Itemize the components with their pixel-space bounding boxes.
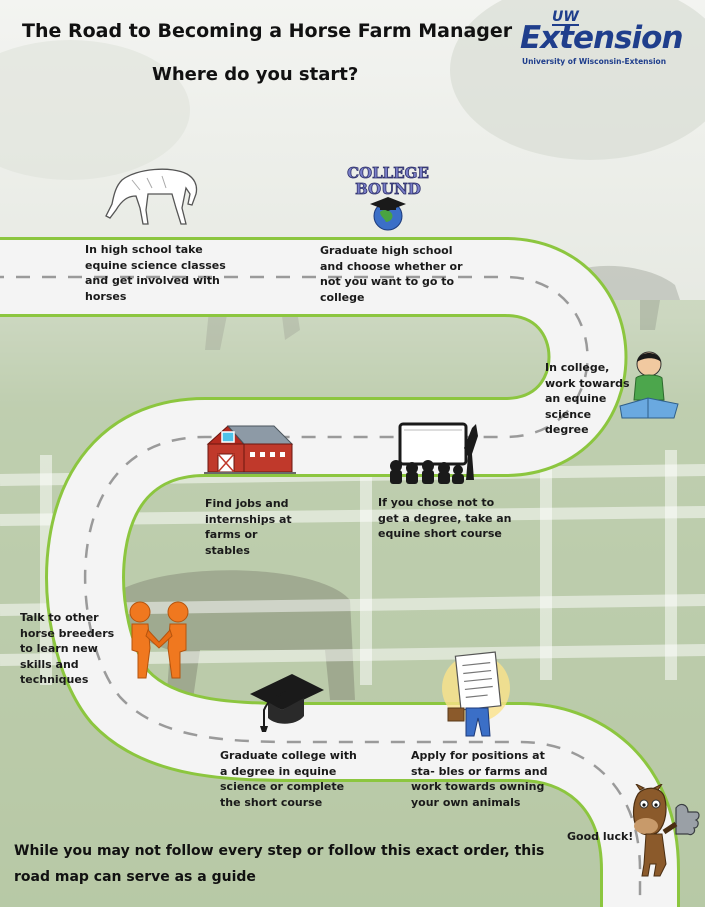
step-8-text: Apply for positions at sta- bles or farm… [411, 749, 548, 809]
step-4-text: If you chose not to get a degree, take a… [378, 496, 512, 540]
page-title: The Road to Becoming a Horse Farm Manage… [22, 20, 513, 42]
step-1-text: In high school take equine science class… [85, 243, 226, 303]
college-bound-icon: COLLEGE BOUND [347, 164, 429, 231]
step-5-text: Find jobs and internships at farms or st… [205, 497, 292, 557]
uw-extension-logo: UW Extension University of Wisconsin-Ext… [520, 10, 690, 72]
grazing-horse-icon [105, 168, 198, 225]
graduation-cap-icon [250, 674, 324, 732]
logo-wordmark: Extension [520, 20, 684, 56]
step-3-text: In college, work towards an equine scien… [545, 361, 630, 436]
step-6-text: Talk to other horse breeders to learn ne… [20, 611, 115, 686]
badge-line1: COLLEGE [347, 164, 429, 182]
resume-person-icon [442, 651, 510, 737]
logo-tagline: University of Wisconsin-Extension [522, 57, 667, 66]
red-barn-icon [204, 425, 296, 474]
badge-line2: BOUND [355, 180, 421, 198]
ending-text: Good luck! [567, 830, 634, 843]
student-studying-icon [619, 351, 679, 419]
presentation-audience-icon [390, 422, 478, 484]
page-subtitle: Where do you start? [152, 64, 359, 85]
logo-prefix: UW [552, 9, 579, 26]
handshake-people-icon [129, 601, 189, 679]
step-7-text: Graduate college with a degree in equine… [220, 749, 357, 809]
footer-note: While you may not follow every step or f… [14, 843, 545, 885]
thumbs-up-horse-icon [632, 784, 700, 877]
step-2-text: Graduate high school and choose whether … [320, 244, 463, 304]
